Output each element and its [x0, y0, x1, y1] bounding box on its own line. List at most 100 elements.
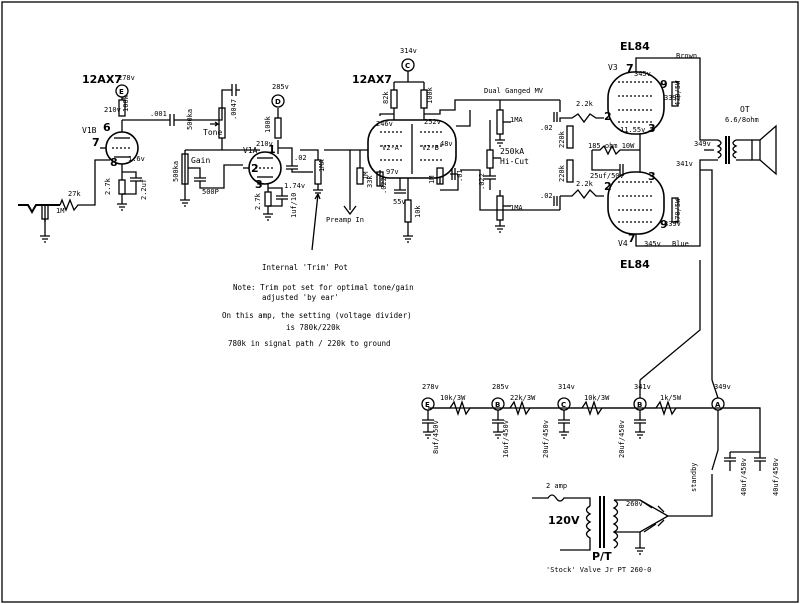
label-wire-brown: Brown — [676, 52, 697, 60]
ps-cap-c: 20uf/450v — [542, 420, 550, 458]
voltage-v3-cathode: 11.55v — [620, 126, 645, 134]
voltage-v2b-plate: 252v — [424, 118, 441, 126]
label-preamp-in: Preamp In — [326, 216, 364, 224]
label-v1b: V1B — [82, 126, 97, 135]
label-bias-resistor: 185 ohm 10W — [588, 142, 635, 150]
ps-voltage-349: 349v — [714, 383, 731, 391]
note-line-3: On this amp, the setting (voltage divide… — [222, 311, 412, 320]
pin-v3-3: 3 — [648, 122, 656, 135]
voltage-tail: 55v — [393, 198, 406, 206]
label-tone: Tone — [203, 128, 222, 137]
voltage-v3-screen: 345v — [634, 70, 651, 78]
pin-v3-2: 2 — [604, 110, 612, 123]
label-fuse: 2 amp — [546, 482, 567, 490]
label-gain-pot: 500ka — [172, 161, 180, 182]
voltage-285v: 285v — [272, 83, 289, 91]
label-ot: OT — [740, 105, 750, 114]
label-1ma-bottom: 1MA — [510, 204, 523, 212]
label-ot-impedance: 6.6/8ohm — [725, 116, 759, 124]
label-pt-caption: 'Stock' Valve Jr PT 260-0 — [546, 566, 651, 574]
label-01-pi: .01 — [456, 169, 464, 182]
label-1m-pi-b: 1M — [428, 176, 436, 184]
ps-r1: 10k/3W — [440, 394, 466, 402]
pin-v1b-7: 7 — [92, 136, 100, 149]
label-100k-pi: 100k — [426, 86, 434, 104]
label-1m: 1M — [56, 207, 64, 215]
note-line-2: adjusted 'by ear' — [262, 293, 339, 302]
voltage-ot-ct: 349v — [694, 140, 711, 148]
label-hi-cut: Hi-Cut — [500, 157, 529, 166]
ps-node-e-label: E — [425, 401, 430, 409]
voltage-v2b-k: 48v — [440, 140, 453, 148]
label-260v: 260v — [626, 500, 643, 508]
node-e-label: E — [119, 88, 124, 96]
voltage-v4-screen: 345v — [644, 240, 661, 248]
mv-pot-top — [496, 109, 504, 135]
ps-r4: 1k/5W — [660, 394, 682, 402]
ps-r3: 10k/3W — [584, 394, 610, 402]
node-e-v1b — [115, 84, 129, 98]
label-250ka: 250kA — [500, 147, 524, 156]
ps-voltage-285: 285v — [492, 383, 509, 391]
label-33k: 33k — [366, 175, 374, 188]
pin-v1a-2: 2 — [251, 162, 259, 175]
pin-v4-3: 3 — [648, 170, 656, 183]
label-cap-001: .001 — [150, 110, 167, 118]
pin-v1b-8: 8 — [110, 156, 118, 169]
tube-type-12ax7-b: 12AX7 — [352, 73, 392, 86]
label-pt: P/T — [592, 550, 612, 563]
pin-v1a-3: 3 — [255, 178, 263, 191]
input-stage: 1M 27k 12AX7 V1B 6 7 8 E 278v 210v 100k … — [18, 73, 223, 243]
pin-v4-7: 7 — [628, 232, 636, 245]
pin-v1a-1: 1 — [268, 143, 276, 156]
ot-secondary — [732, 139, 738, 159]
pin-v3-9: 9 — [660, 78, 668, 91]
label-27k: 27k — [68, 190, 81, 198]
ps-cap-a1: 40uf/450v — [740, 458, 748, 496]
ps-node-a-label: A — [715, 401, 721, 409]
ps-voltage-278: 278v — [422, 383, 439, 391]
mv-pot-bottom — [496, 195, 504, 221]
ps-voltage-314: 314v — [558, 383, 575, 391]
speaker — [751, 139, 761, 161]
label-220k-top: 220k — [558, 130, 566, 148]
note-line-4: is 780k/220k — [286, 323, 341, 332]
label-100k-v1b: 100k — [122, 94, 130, 112]
label-v1a: V1A — [243, 146, 258, 155]
label-1ma-top: 1MA — [510, 116, 523, 124]
label-02-bot: .02 — [540, 192, 553, 200]
label-dual-ganged: Dual Ganged MV — [484, 87, 544, 95]
label-2-7k-v1a: 2.7k — [254, 192, 262, 210]
label-02-a: .02 — [294, 154, 307, 162]
ps-cap-a2: 40uf/450v — [772, 458, 780, 496]
pin-v1b-6: 6 — [103, 121, 111, 134]
label-v3: V3 — [608, 63, 618, 72]
label-120v: 120V — [548, 514, 580, 527]
label-100k-v1a: 100k — [264, 115, 272, 133]
voltage-314v-pi: 314v — [400, 47, 417, 55]
voltage-v2a-k: 97v — [386, 168, 399, 176]
ps-node-b2-label: B — [637, 401, 642, 409]
label-1uf: 1uf/10 — [290, 193, 298, 218]
label-wire-blue: Blue — [672, 240, 689, 248]
power-section: .02 2.2k 220k .02 2.2k 220k EL84 V3 7 9 … — [540, 40, 777, 381]
label-2-7k-v1b: 2.7k — [104, 177, 112, 195]
phase-inverter: 12AX7 C 314v 82k 100k V2-A V2-B 246v 252… — [350, 47, 560, 243]
note-line-5: 780k in signal path / 220k to ground — [228, 339, 391, 348]
label-022-pi: .022 — [380, 177, 388, 194]
ps-node-b-label: B — [495, 401, 500, 409]
voltage-v1a-plate: 210v — [256, 140, 273, 148]
note-trim-pot: Internal 'Trim' Pot — [262, 263, 348, 272]
ps-r2: 22k/3W — [510, 394, 536, 402]
label-tone-pot: 500ka — [186, 109, 194, 130]
label-el84-top: EL84 — [620, 40, 650, 53]
tube-type-12ax7-a: 12AX7 — [82, 73, 122, 86]
pin-v3-7: 7 — [626, 62, 634, 75]
voltage-v1b-cathode: 1.6v — [128, 155, 145, 163]
ps-voltage-341: 341v — [634, 383, 651, 391]
label-02-top: .02 — [540, 124, 553, 132]
label-2-2uf: 2.2uf — [140, 179, 148, 200]
input-jack — [18, 204, 60, 215]
